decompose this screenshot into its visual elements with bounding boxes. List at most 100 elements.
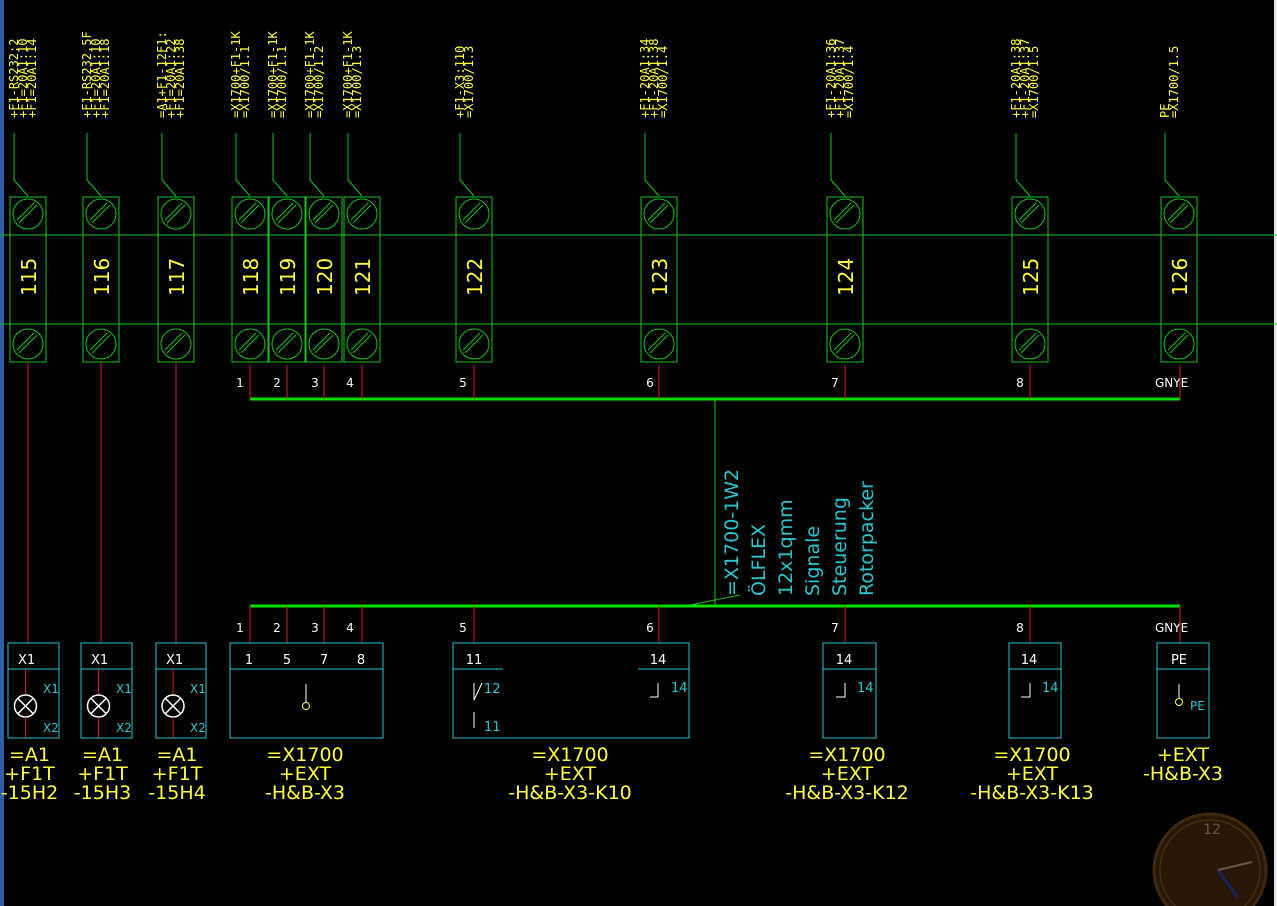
contact-icon xyxy=(302,702,310,710)
device-frame xyxy=(1008,642,1062,739)
screw-icon xyxy=(85,198,117,230)
core-number-bottom: 8 xyxy=(1016,621,1024,635)
cable-tick xyxy=(689,594,741,606)
terminal-body xyxy=(305,196,343,363)
screw-slot xyxy=(277,204,297,224)
device-head: X1 xyxy=(166,653,183,668)
terminal-body xyxy=(343,196,381,363)
contact-nc-icon xyxy=(473,682,483,701)
terminal-number: 118 xyxy=(239,258,263,296)
pin-label: X1 xyxy=(190,682,206,696)
device-reference: -H&B-X3-K10 xyxy=(508,782,632,804)
terminal-annotation: +F1-RS232.5F xyxy=(80,31,94,118)
screw-slot xyxy=(91,334,111,354)
core-number-top: 4 xyxy=(346,376,354,390)
device-reference: -H&B-X3-K12 xyxy=(785,782,909,804)
screw-slot xyxy=(89,332,108,351)
device-head: PE xyxy=(1171,653,1187,668)
screw-slot xyxy=(1018,202,1037,221)
terminal-annotation: =X1700/1.2 xyxy=(312,46,326,118)
terminal-annotation: =X1700/1.3 xyxy=(350,46,364,118)
screw-slot xyxy=(240,334,260,354)
terminal-body xyxy=(455,196,493,363)
terminal-body xyxy=(1160,196,1198,363)
terminal-lead xyxy=(347,133,363,197)
terminal-annotation: =X1700/1.4 xyxy=(656,46,670,118)
screw-slot xyxy=(275,332,294,351)
terminal-annotation: +F1=20A1:22 xyxy=(164,39,178,118)
terminal-number: 117 xyxy=(165,258,189,296)
core-number-top: 7 xyxy=(831,376,839,390)
screw-icon xyxy=(1014,198,1046,230)
screw-icon xyxy=(1014,328,1046,360)
screw-icon xyxy=(160,198,192,230)
device-reference: -H&B-X3-K13 xyxy=(970,782,1094,804)
screw-icon xyxy=(12,198,44,230)
core-number-top: 3 xyxy=(311,376,319,390)
screw-slot xyxy=(16,202,35,221)
device-head: X1 xyxy=(18,653,35,668)
terminal-number: 125 xyxy=(1019,258,1043,296)
terminal-annotation: =X1700/1.5 xyxy=(1167,46,1181,118)
terminal-annotation: +F1-20A1:37 xyxy=(833,39,847,118)
screw-slot xyxy=(312,332,331,351)
screw-icon xyxy=(643,328,675,360)
screw-slot xyxy=(240,204,260,224)
terminal-lead xyxy=(272,133,288,197)
device-head: 8 xyxy=(357,653,365,668)
contact-icon xyxy=(1175,698,1183,706)
device-reference: +EXT xyxy=(1006,763,1059,785)
lamp-cross xyxy=(164,697,182,715)
pin-label: 12 xyxy=(484,682,501,697)
screw-slot xyxy=(833,202,852,221)
device-frame xyxy=(155,642,207,739)
device-frame xyxy=(7,642,60,739)
terminal-body xyxy=(640,196,678,363)
screw-slot xyxy=(89,202,108,221)
device-head: 14 xyxy=(650,653,667,668)
screw-slot xyxy=(164,202,183,221)
terminal-body xyxy=(231,196,269,363)
device-reference: +F1T xyxy=(77,763,128,785)
cable-text-0: =X1700-1W2 xyxy=(721,469,743,596)
screw-slot xyxy=(350,332,369,351)
core-number-top: GNYE xyxy=(1155,376,1188,390)
screw-slot xyxy=(166,334,186,354)
screw-icon xyxy=(271,328,303,360)
screw-slot xyxy=(238,202,257,221)
screw-slot xyxy=(352,204,372,224)
terminal-number: 121 xyxy=(351,258,375,296)
terminal-annotation: +F1=20A1:38 xyxy=(173,39,187,118)
screw-icon xyxy=(85,328,117,360)
terminal-annotation: =X1700+F1-1K xyxy=(229,31,243,118)
screw-slot xyxy=(462,202,481,221)
device-head: X1 xyxy=(91,653,108,668)
terminal-lead xyxy=(830,133,846,197)
terminal-number: 123 xyxy=(648,258,672,296)
clock-hand xyxy=(1217,861,1253,871)
screw-slot xyxy=(1018,332,1037,351)
screw-slot xyxy=(1169,204,1189,224)
core-number-top: 5 xyxy=(459,376,467,390)
core-number-bottom: GNYE xyxy=(1155,621,1188,635)
screw-slot xyxy=(91,204,111,224)
screw-slot xyxy=(16,332,35,351)
core-number-bottom: 3 xyxy=(311,621,319,635)
device-reference: =X1700 xyxy=(808,744,885,766)
screw-slot xyxy=(1167,332,1186,351)
screw-slot xyxy=(1169,334,1189,354)
terminal-annotation: +F1=20A1:10 xyxy=(16,39,30,118)
terminal-annotation: =X1700/1.1 xyxy=(238,46,252,118)
pin-label: 14 xyxy=(857,681,874,696)
screw-slot xyxy=(18,334,38,354)
terminal-number: 126 xyxy=(1168,258,1192,296)
device-reference: =X1700 xyxy=(993,744,1070,766)
terminal-annotation: =X1700+F1-1K xyxy=(341,31,355,118)
screw-icon xyxy=(308,328,340,360)
cable-text-5: Rotorpacker xyxy=(856,481,878,596)
device-reference: -15H4 xyxy=(148,782,205,804)
terminal-annotation: =X1700/1.3 xyxy=(462,46,476,118)
